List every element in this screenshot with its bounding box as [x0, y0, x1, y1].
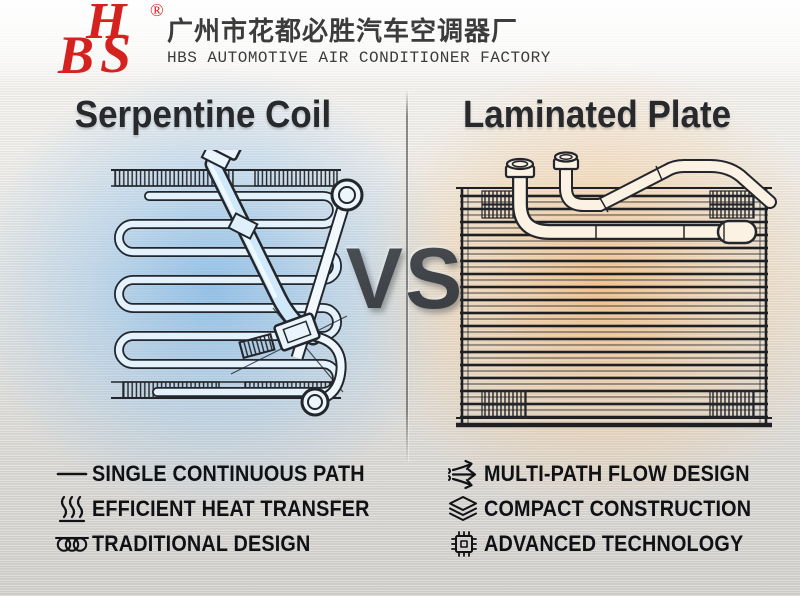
- single-line-icon: [52, 459, 92, 489]
- registered-trademark-icon: ®: [150, 0, 164, 20]
- feature-label: COMPACT CONSTRUCTION: [484, 495, 752, 521]
- chip-icon: [444, 529, 484, 559]
- feature-row: COMPACT CONSTRUCTION: [444, 491, 781, 526]
- company-name-english: HBS AUTOMOTIVE AIR CONDITIONER FACTORY: [167, 49, 551, 67]
- vs-label: VS: [0, 236, 800, 322]
- multi-path-arrows-icon: [444, 459, 484, 489]
- header-band: [0, 0, 800, 88]
- company-name-chinese: 广州市花都必胜汽车空调器厂: [167, 17, 519, 47]
- logo-letter-h: H: [86, 0, 127, 50]
- center-divider: [406, 90, 408, 462]
- feature-label: MULTI-PATH FLOW DESIGN: [484, 460, 750, 486]
- heat-waves-icon: [52, 494, 92, 524]
- layers-icon: [444, 494, 484, 524]
- serpentine-coil-illustration: [111, 150, 364, 417]
- feature-label: TRADITIONAL DESIGN: [92, 530, 311, 556]
- hbs-logo: H B S ®: [54, 0, 168, 86]
- coil-loops-icon: [52, 529, 92, 559]
- right-panel-title: Laminated Plate: [462, 94, 732, 136]
- feature-label: ADVANCED TECHNOLOGY: [484, 530, 744, 556]
- right-feature-list: MULTI-PATH FLOW DESIGN COMPACT CONSTRUCT…: [444, 456, 781, 561]
- feature-row: SINGLE CONTINUOUS PATH: [52, 456, 401, 491]
- feature-label: SINGLE CONTINUOUS PATH: [92, 460, 365, 486]
- feature-row: TRADITIONAL DESIGN: [52, 526, 401, 561]
- feature-row: MULTI-PATH FLOW DESIGN: [444, 456, 781, 491]
- laminated-plate-illustration: [456, 151, 777, 428]
- feature-row: EFFICIENT HEAT TRANSFER: [52, 491, 401, 526]
- left-feature-list: SINGLE CONTINUOUS PATH EFFICIENT HEAT TR…: [52, 456, 401, 561]
- feature-row: ADVANCED TECHNOLOGY: [444, 526, 781, 561]
- left-panel-title: Serpentine Coil: [74, 94, 332, 136]
- logo-letter-s: S: [100, 23, 132, 85]
- feature-label: EFFICIENT HEAT TRANSFER: [92, 495, 370, 521]
- logo-letter-b: B: [58, 25, 95, 85]
